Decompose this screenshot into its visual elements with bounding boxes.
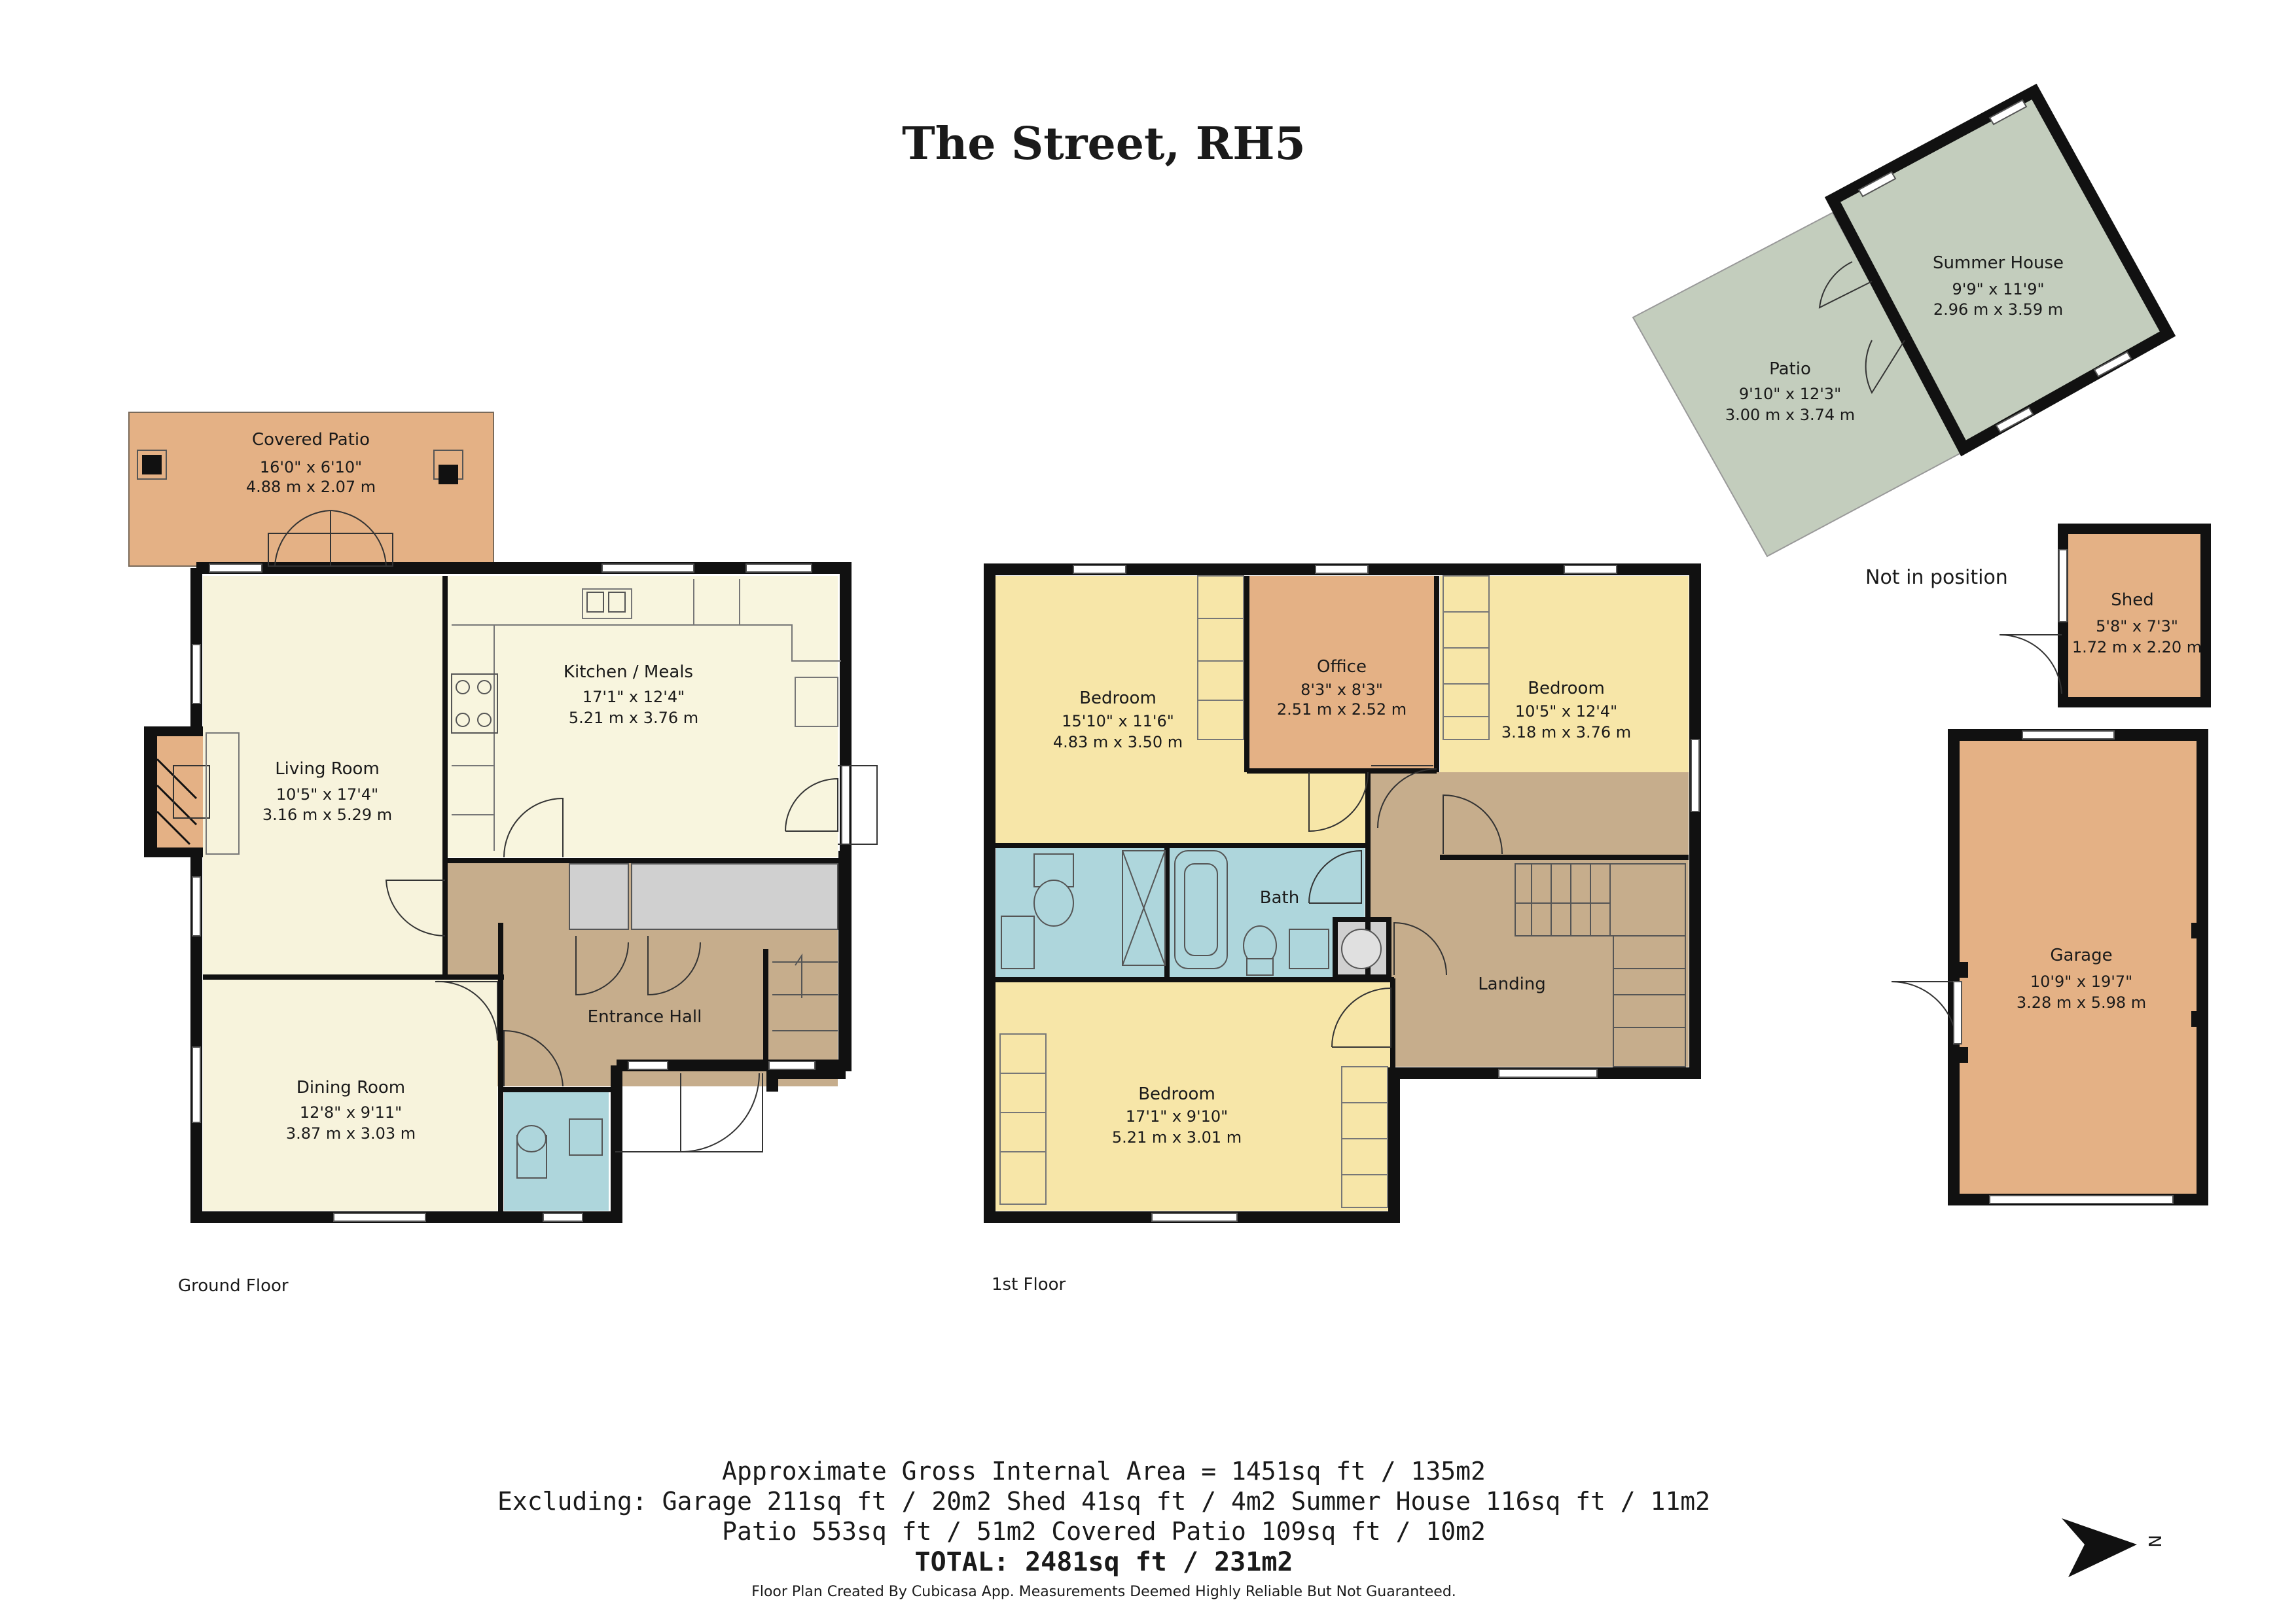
- shed-area: [2058, 524, 2211, 707]
- north-arrow-icon: N: [2062, 1518, 2164, 1577]
- living-room-metric: 3.16 m x 5.29 m: [262, 806, 392, 824]
- total-area-line: TOTAL: 2481sq ft / 231m2: [914, 1547, 1293, 1577]
- bedroom-2-label: Bedroom: [1528, 679, 1605, 698]
- gross-area-line: Approximate Gross Internal Area = 1451sq…: [722, 1457, 1486, 1486]
- north-label: N: [2144, 1535, 2164, 1547]
- kitchen-area: [445, 576, 838, 857]
- garage-area: [1948, 729, 2208, 1205]
- office-area: [1247, 576, 1437, 769]
- ground-floor-label: Ground Floor: [178, 1276, 289, 1296]
- first-floor-windows: [1073, 565, 1700, 1222]
- first-floor-label: 1st Floor: [992, 1275, 1066, 1294]
- hob-icon: [451, 673, 498, 734]
- bathroom-fittings: [1001, 850, 1382, 976]
- disclaimer: Floor Plan Created By Cubicasa App. Meas…: [751, 1584, 1456, 1600]
- landing-label: Landing: [1478, 974, 1546, 994]
- covered-patio-imperial: 16'0" x 6'10": [260, 458, 362, 476]
- first-floor-stairs: [1515, 863, 1686, 1067]
- ground-floor-windows: [192, 563, 850, 1222]
- bath-basin-icon: [1289, 929, 1329, 969]
- summer-house-doors: [1818, 261, 1905, 395]
- bedroom-2-metric: 3.18 m x 3.76 m: [1501, 723, 1631, 741]
- cupboard-area-1: [569, 863, 629, 930]
- excluding-line: Excluding: Garage 211sq ft / 20m2 Shed 4…: [497, 1487, 1711, 1516]
- summer-house-imperial: 9'9" x 11'9": [1952, 280, 2044, 298]
- covered-patio-label: Covered Patio: [252, 430, 370, 450]
- entrance-hall-label: Entrance Hall: [588, 1007, 702, 1027]
- ground-floor-stairs: [772, 953, 838, 1031]
- kitchen-metric: 5.21 m x 3.76 m: [569, 709, 698, 727]
- covered-patio-area: [128, 412, 494, 567]
- bedroom-3-imperial: 17'1" x 9'10": [1126, 1107, 1228, 1126]
- dining-room-label: Dining Room: [296, 1078, 405, 1097]
- not-in-position-note: Not in position: [1865, 566, 2008, 589]
- first-floor-plan: Bedroom 15'10" x 11'6" 4.83 m x 3.50 m O…: [984, 563, 1701, 1223]
- garage-metric: 3.28 m x 5.98 m: [2017, 993, 2146, 1012]
- dining-room-area: [203, 978, 497, 1211]
- summer-house-area: [1833, 92, 2168, 448]
- summer-house-label: Summer House: [1933, 253, 2064, 273]
- living-room-label: Living Room: [275, 759, 380, 779]
- dining-room-imperial: 12'8" x 9'11": [300, 1103, 402, 1122]
- summer-house-metric: 2.96 m x 3.59 m: [1933, 300, 2063, 319]
- ground-floor-inner-walls: [203, 576, 844, 1217]
- ground-floor-doors: [385, 765, 878, 1153]
- first-floor-doors: [1308, 765, 1503, 1048]
- kitchen-imperial: 17'1" x 12'4": [583, 688, 685, 706]
- patio-label: Patio: [1769, 359, 1811, 379]
- ground-floor-plan: Covered Patio 16'0" x 6'10" 4.88 m x 2.0…: [128, 412, 878, 1223]
- living-room-area: [203, 576, 445, 975]
- patio-french-doors: [268, 510, 393, 567]
- office-label: Office: [1317, 657, 1367, 677]
- dining-room-metric: 3.87 m x 3.03 m: [286, 1124, 416, 1143]
- office-imperial: 8'3" x 8'3": [1300, 681, 1383, 699]
- summer-house-wall: [1824, 83, 2176, 457]
- plan-title: The Street, RH5: [902, 118, 1306, 170]
- bedroom-3-label: Bedroom: [1138, 1084, 1215, 1104]
- kitchen-label: Kitchen / Meals: [564, 662, 693, 682]
- living-room-imperial: 10'5" x 17'4": [276, 785, 378, 804]
- shed-imperial: 5'8" x 7'3": [2096, 617, 2178, 635]
- bedroom-1-metric: 4.83 m x 3.50 m: [1053, 733, 1183, 751]
- cupboard-area-2: [631, 863, 838, 930]
- patio-metric: 3.00 m x 3.74 m: [1725, 406, 1855, 424]
- garage-label: Garage: [2050, 946, 2112, 965]
- wc-toilet-icon: [516, 1118, 603, 1179]
- shed-door: [1999, 633, 2062, 694]
- outbuildings: Patio 9'10" x 12'3" 3.00 m x 3.74 m Summ…: [1632, 83, 2211, 1205]
- kitchen-units: [452, 579, 841, 851]
- bedroom-3-area: [995, 982, 1391, 1211]
- bedroom-1-imperial: 15'10" x 11'6": [1062, 712, 1174, 730]
- covered-patio-metric: 4.88 m x 2.07 m: [246, 478, 376, 496]
- ensuite-basin-icon: [1001, 916, 1035, 969]
- shed-metric: 1.72 m x 2.20 m: [2072, 638, 2202, 656]
- patio-imperial: 9'10" x 12'3": [1739, 385, 1841, 403]
- wardrobes: [999, 575, 1490, 1208]
- garage-side-door: [1891, 980, 1958, 1044]
- patio-area-line: Patio 553sq ft / 51m2 Covered Patio 109s…: [722, 1517, 1486, 1546]
- area-summary: Approximate Gross Internal Area = 1451sq…: [0, 1456, 2208, 1578]
- landing-area: [1368, 772, 1689, 1067]
- boiler-icon: [1341, 929, 1382, 969]
- bedroom-1-label: Bedroom: [1079, 688, 1157, 708]
- garage-imperial: 10'9" x 19'7": [2030, 972, 2132, 991]
- shed-label: Shed: [2111, 590, 2153, 610]
- bedroom-3-metric: 5.21 m x 3.01 m: [1112, 1128, 1242, 1147]
- office-metric: 2.51 m x 2.52 m: [1277, 700, 1407, 719]
- first-floor-inner-walls: [995, 576, 1689, 1073]
- bath-label: Bath: [1260, 888, 1299, 908]
- sink-icon: [586, 592, 626, 613]
- bedroom-2-imperial: 10'5" x 12'4": [1515, 702, 1617, 721]
